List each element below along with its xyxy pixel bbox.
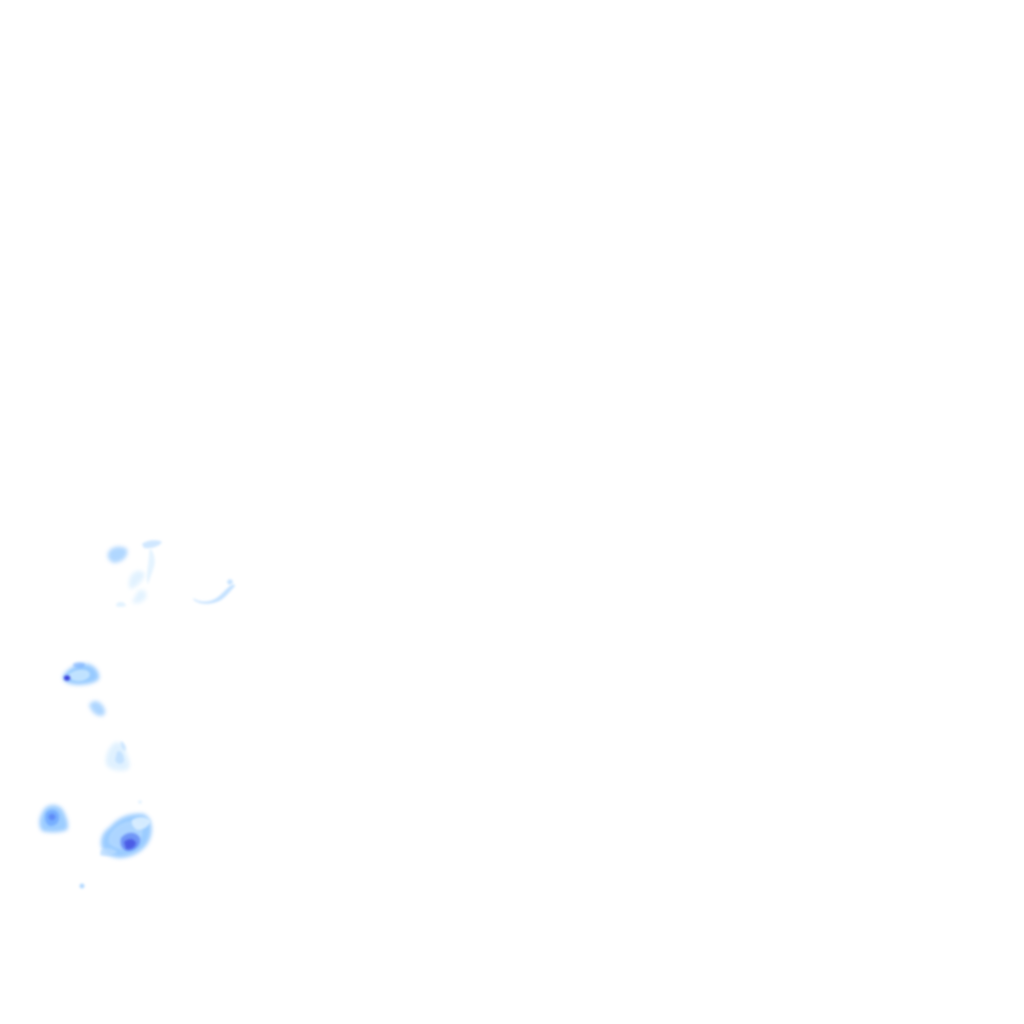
echo-left-small — [89, 700, 106, 716]
echo-upper-middle-streak — [146, 548, 155, 584]
echo-upper-left-2 — [116, 570, 147, 607]
echo-bottom-left — [39, 804, 69, 833]
echo-upper-right-arc — [193, 579, 235, 604]
echo-middle-faint — [105, 741, 130, 771]
echo-upper-left-1 — [107, 540, 162, 563]
echo-left-eye — [62, 662, 100, 685]
echo-bottom-center — [100, 813, 152, 858]
echo-tiny-dot — [79, 800, 142, 889]
